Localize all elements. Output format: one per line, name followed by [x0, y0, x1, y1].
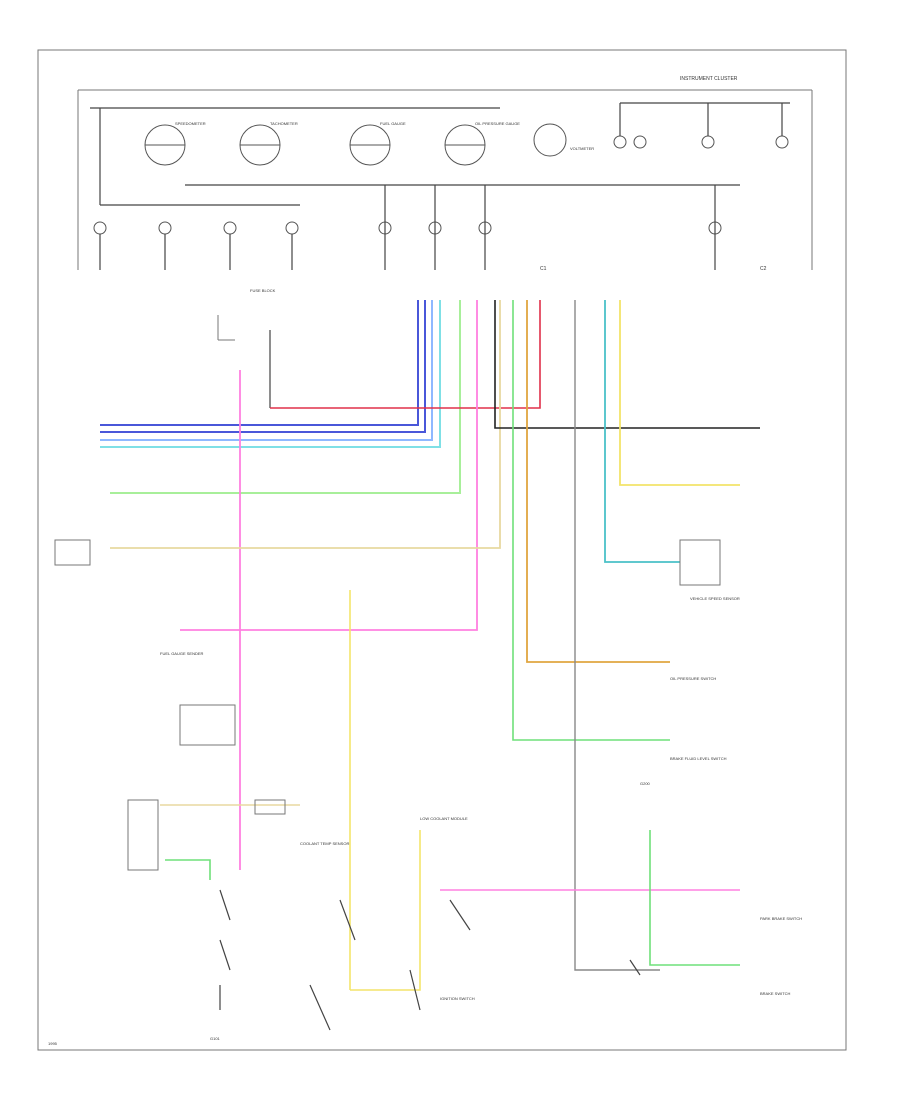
park-brake-label: PARK BRAKE SWITCH — [760, 916, 802, 921]
fuse-block: FUSE BLOCK — [217, 288, 276, 408]
connector-c1-label: C1 — [540, 266, 547, 272]
fuel-gauge-label: FUEL GAUGE — [380, 121, 406, 126]
wire-black-ground — [494, 300, 760, 429]
tachometer-label: TACHOMETER — [270, 121, 298, 126]
wire-yellow — [619, 300, 740, 486]
oil-gauge-label: OIL PRESSURE GAUGE — [475, 121, 520, 126]
indicator-bulbs-bottom — [93, 185, 722, 270]
ground-b-label: G200 — [640, 781, 651, 786]
resistor-box — [254, 799, 286, 815]
wire-green-module — [165, 859, 211, 880]
wire-green — [512, 300, 670, 741]
voltmeter-gauge: VOLTMETER — [533, 123, 594, 157]
fuel-sender-label: FUEL GAUGE SENDER — [160, 651, 204, 656]
ground-a-label: G101 — [210, 1036, 221, 1041]
wire-light-green-1 — [110, 300, 461, 494]
wire-blue-1 — [100, 300, 419, 426]
brake-switch-label: BRAKE SWITCH — [760, 991, 791, 996]
wire-blue-2 — [100, 300, 426, 433]
tachometer-gauge: TACHOMETER — [239, 121, 298, 166]
wire-gray — [574, 300, 660, 971]
oil-sender-box — [179, 704, 236, 746]
vss-box — [679, 539, 721, 586]
brake-switch-contact — [629, 959, 641, 976]
ignition-switch-label: IGNITION SWITCH — [440, 996, 475, 1001]
harness-wires — [100, 300, 760, 991]
speedometer-gauge: SPEEDOMETER — [144, 121, 206, 166]
vss-label: VEHICLE SPEED SENSOR — [690, 596, 740, 601]
wire-red — [270, 300, 541, 409]
coolant-sensor-label: COOLANT TEMP SENSOR — [300, 841, 349, 846]
oil-pressure-gauge: OIL PRESSURE GAUGE — [444, 121, 520, 166]
oil-switch-label: OIL PRESSURE SWITCH — [670, 676, 716, 681]
series-switches — [219, 889, 231, 1010]
wire-pink-fuel — [180, 300, 478, 631]
wire-yellow-lower — [349, 590, 421, 991]
low-coolant-label: LOW COOLANT MODULE — [420, 816, 468, 821]
instrument-cluster: INSTRUMENT CLUSTER C1 C2 SPEEDOMETER TAC… — [77, 76, 813, 272]
fuel-gauge: FUEL GAUGE — [349, 121, 406, 166]
wire-tan — [110, 300, 501, 549]
diagram-border — [37, 49, 847, 1051]
wire-light-blue — [100, 300, 433, 441]
cluster-label: INSTRUMENT CLUSTER — [680, 76, 738, 82]
control-module-box — [127, 799, 159, 871]
wire-cyan — [100, 300, 441, 448]
indicator-bulbs-top — [613, 103, 789, 149]
pcm-box — [54, 539, 91, 566]
fuse-block-label: FUSE BLOCK — [250, 288, 276, 293]
misc-switches — [339, 899, 471, 1011]
page-code: 1995 — [48, 1041, 58, 1046]
connector-c2-label: C2 — [760, 266, 767, 272]
wire-teal — [604, 300, 680, 563]
switches — [219, 889, 641, 1031]
fluid-switch-label: BRAKE FLUID LEVEL SWITCH — [670, 756, 727, 761]
wire-orange — [526, 300, 670, 663]
temp-switch — [309, 984, 331, 1031]
speedometer-label: SPEEDOMETER — [175, 121, 206, 126]
components: VEHICLE SPEED SENSOR OIL PRESSURE SWITCH… — [48, 539, 802, 1046]
voltmeter-label: VOLTMETER — [570, 146, 594, 151]
cluster-outline — [77, 89, 813, 270]
wire-green-lower — [649, 830, 740, 966]
